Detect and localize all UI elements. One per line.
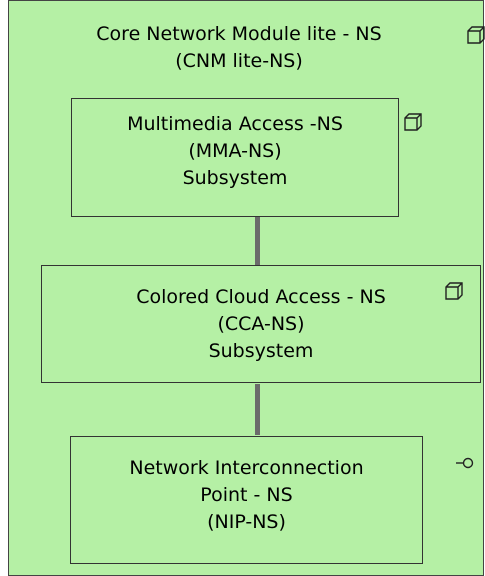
node-icon: [404, 113, 422, 131]
node-icon: [467, 26, 485, 44]
mma-ns-subsystem-box[interactable]: Multimedia Access -NS (MMA-NS) Subsystem: [71, 98, 399, 217]
nip-ns-abbrev: (NIP-NS): [207, 511, 286, 533]
cnm-lite-ns-container[interactable]: Core Network Module lite - NS (CNM lite-…: [8, 0, 485, 576]
node-icon: [445, 282, 463, 300]
cca-ns-name: Colored Cloud Access - NS: [136, 286, 386, 308]
cca-nip-connector[interactable]: [255, 384, 260, 435]
interface-icon: [456, 457, 474, 469]
container-title: Core Network Module lite - NS (CNM lite-…: [69, 21, 409, 75]
cca-ns-abbrev: (CCA-NS): [217, 313, 305, 335]
cca-ns-type: Subsystem: [208, 340, 314, 362]
container-title-line2: (CNM lite-NS): [175, 50, 303, 72]
mma-ns-type: Subsystem: [182, 167, 288, 189]
mma-ns-name: Multimedia Access -NS: [127, 113, 343, 135]
nip-ns-name-cont: Point - NS: [200, 484, 293, 506]
mma-cca-connector[interactable]: [255, 217, 260, 265]
mma-ns-abbrev: (MMA-NS): [188, 140, 282, 162]
container-title-line1: Core Network Module lite - NS: [96, 23, 382, 45]
cca-ns-subsystem-box[interactable]: Colored Cloud Access - NS (CCA-NS) Subsy…: [41, 265, 481, 383]
nip-ns-interface-box[interactable]: Network Interconnection Point - NS (NIP-…: [70, 436, 423, 564]
nip-ns-name: Network Interconnection: [129, 457, 364, 479]
